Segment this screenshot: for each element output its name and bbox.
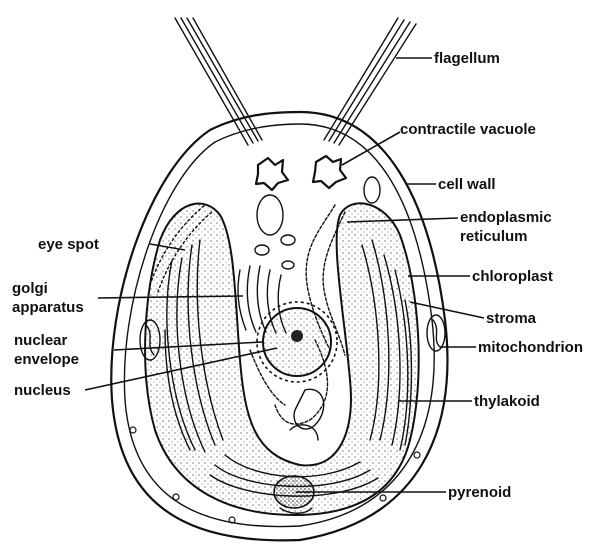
label-cell-wall: cell wall (438, 176, 496, 193)
mitochondrion-right (427, 315, 445, 351)
vacuole-bottom (294, 389, 324, 429)
label-envelope: envelope (14, 351, 79, 368)
label-stroma: stroma (486, 310, 537, 327)
vacuole-oval (364, 177, 380, 203)
nucleolus (291, 330, 303, 342)
label-golgi: golgi (12, 280, 48, 297)
label-nuclear: nuclear (14, 332, 68, 349)
label-nucleus: nucleus (14, 382, 71, 399)
label-mitochondrion: mitochondrion (478, 339, 583, 356)
label-contractile-vacuole: contractile vacuole (400, 121, 536, 138)
vacuole-oval (282, 261, 294, 269)
label-flagellum: flagellum (434, 50, 500, 67)
label-chloroplast: chloroplast (472, 268, 553, 285)
vacuole-oval (281, 235, 295, 245)
label-eye-spot: eye spot (38, 236, 99, 253)
vesicle (290, 425, 318, 440)
stroma-leader (410, 302, 484, 318)
label-thylakoid: thylakoid (474, 393, 540, 410)
label-reticulum: reticulum (460, 228, 528, 245)
label-endoplasmic: endoplasmic (460, 209, 552, 226)
label-apparatus: apparatus (12, 299, 84, 316)
label-pyrenoid: pyrenoid (448, 484, 511, 501)
contractile-vacuole-right (313, 156, 346, 188)
contractile-vacuole-left (256, 158, 288, 190)
vacuole-oval (255, 245, 269, 255)
vacuole-oval (257, 195, 283, 235)
